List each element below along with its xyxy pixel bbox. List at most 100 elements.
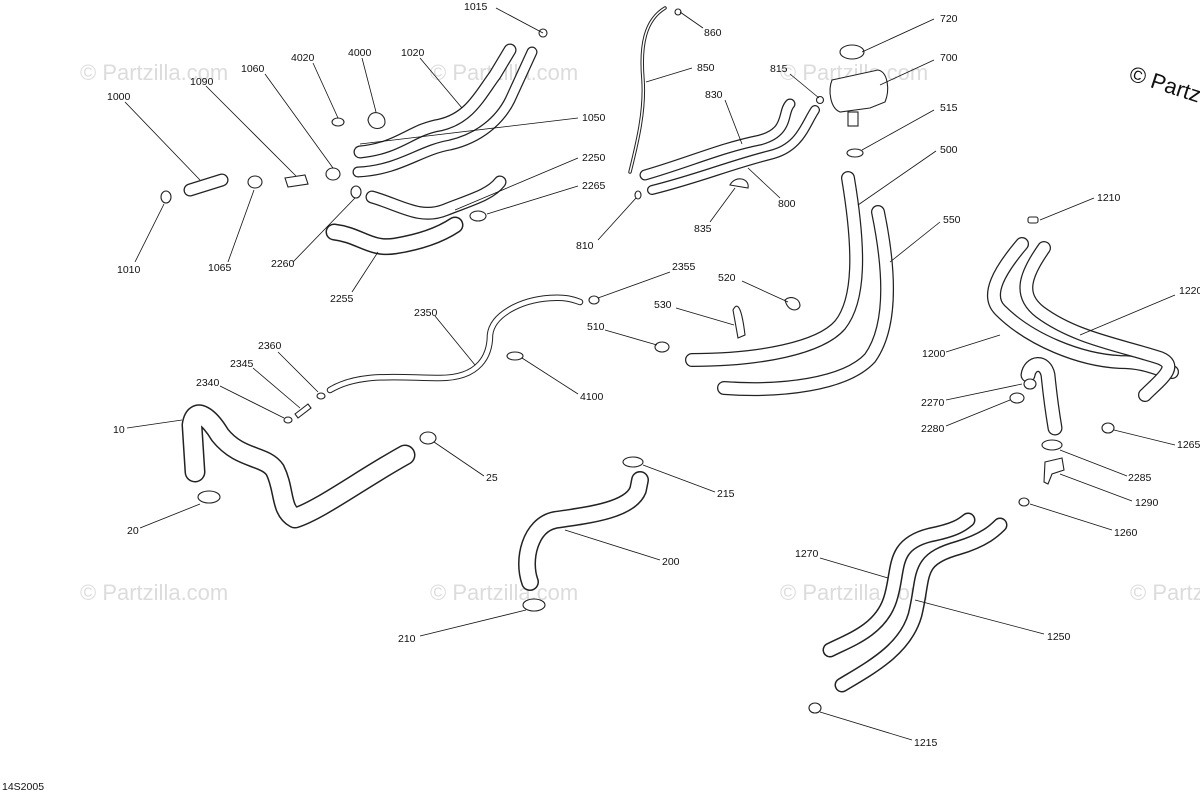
label-550: 550	[943, 214, 961, 226]
small-parts	[160, 8, 1115, 714]
clamp-20	[197, 490, 221, 504]
label-1215: 1215	[914, 737, 938, 749]
label-1050: 1050	[582, 112, 606, 124]
clip-4000	[367, 112, 386, 130]
label-520: 520	[718, 272, 736, 284]
label-1265: 1265	[1177, 439, 1200, 451]
clip-835	[729, 178, 749, 189]
label-1060: 1060	[241, 63, 265, 75]
cap-720	[839, 44, 865, 60]
label-2255: 2255	[330, 293, 354, 305]
corner-watermark: © Partz	[1126, 61, 1200, 108]
clamp-810	[634, 190, 642, 200]
watermark-text: © Partzilla.com	[430, 580, 578, 605]
clip-520	[784, 297, 801, 311]
label-4000: 4000	[348, 47, 372, 59]
connector-1090	[284, 174, 309, 188]
clamp-510	[654, 341, 670, 353]
clamp-2340	[283, 416, 293, 424]
clamp-2360	[316, 392, 326, 400]
label-510: 510	[587, 321, 605, 333]
label-2350: 2350	[414, 307, 438, 319]
clamp-860	[674, 8, 682, 16]
label-720: 720	[940, 13, 958, 25]
label-4020: 4020	[291, 52, 315, 64]
label-2270: 2270	[921, 397, 945, 409]
clamp-2260	[350, 185, 362, 199]
label-810: 810	[576, 240, 594, 252]
label-2345: 2345	[230, 358, 254, 370]
strap-530	[732, 305, 746, 339]
label-1000: 1000	[107, 91, 131, 103]
clamp-2280	[1009, 392, 1025, 404]
clamp-1215	[808, 702, 822, 714]
clamp-1260	[1018, 497, 1030, 507]
clamp-215	[622, 456, 644, 468]
label-500: 500	[940, 144, 958, 156]
label-200: 200	[662, 556, 680, 568]
label-1010: 1010	[117, 264, 141, 276]
label-2260: 2260	[271, 258, 295, 270]
label-1290: 1290	[1135, 497, 1159, 509]
label-800: 800	[778, 198, 796, 210]
label-20: 20	[127, 525, 139, 537]
leader-lines	[124, 7, 1176, 741]
clamp-2285	[1041, 439, 1063, 451]
label-2265: 2265	[582, 180, 606, 192]
clamp-2270	[1023, 378, 1037, 390]
clamp-515	[846, 148, 864, 158]
label-25: 25	[486, 472, 498, 484]
connector-2345	[294, 403, 312, 419]
label-1090: 1090	[190, 76, 214, 88]
label-4100: 4100	[580, 391, 604, 403]
clamp-815	[815, 95, 825, 105]
label-860: 860	[704, 27, 722, 39]
clamp-4020	[331, 117, 345, 127]
label-515: 515	[940, 102, 958, 114]
label-2285: 2285	[1128, 472, 1152, 484]
label-10: 10	[113, 424, 125, 436]
watermark-text: © Partzilla.com	[80, 60, 228, 85]
clamp-25	[419, 431, 437, 445]
label-2280: 2280	[921, 423, 945, 435]
label-1200: 1200	[922, 348, 946, 360]
watermark-text: © Partzilla.com	[780, 580, 928, 605]
label-210: 210	[398, 633, 416, 645]
label-2250: 2250	[582, 152, 606, 164]
clamp-210	[522, 598, 546, 612]
label-1065: 1065	[208, 262, 232, 274]
watermark-text: © Partzilla.com	[1130, 580, 1200, 605]
label-1220: 1220	[1179, 285, 1200, 297]
label-215: 215	[717, 488, 735, 500]
label-1015: 1015	[464, 1, 488, 13]
clamp-1010	[160, 190, 172, 204]
clamp-2265	[469, 210, 487, 222]
plug-1210	[1027, 216, 1039, 224]
clamp-2355	[588, 295, 600, 305]
part-labels: 1015 860 720 1060 4020 4000 1020 850 815…	[107, 1, 1200, 749]
label-830: 830	[705, 89, 723, 101]
label-835: 835	[694, 223, 712, 235]
label-2360: 2360	[258, 340, 282, 352]
reservoir-outlet	[847, 111, 859, 127]
diagram-code: 14S2005	[2, 781, 44, 793]
label-1020: 1020	[401, 47, 425, 59]
label-1250: 1250	[1047, 631, 1071, 643]
label-700: 700	[940, 52, 958, 64]
label-2340: 2340	[196, 377, 220, 389]
clamp-1065	[247, 175, 263, 189]
clip-4100	[506, 351, 524, 361]
label-1210: 1210	[1097, 192, 1121, 204]
hoses	[181, 6, 1179, 693]
reservoir-700	[829, 69, 889, 113]
label-1260: 1260	[1114, 527, 1138, 539]
watermark-text: © Partzilla.com	[80, 580, 228, 605]
label-2355: 2355	[672, 261, 696, 273]
clamp-1265	[1101, 422, 1115, 434]
fitting-1290	[1043, 457, 1065, 485]
label-850: 850	[697, 62, 715, 74]
clamp-1060	[325, 167, 341, 181]
label-815: 815	[770, 63, 788, 75]
label-1270: 1270	[795, 548, 819, 560]
